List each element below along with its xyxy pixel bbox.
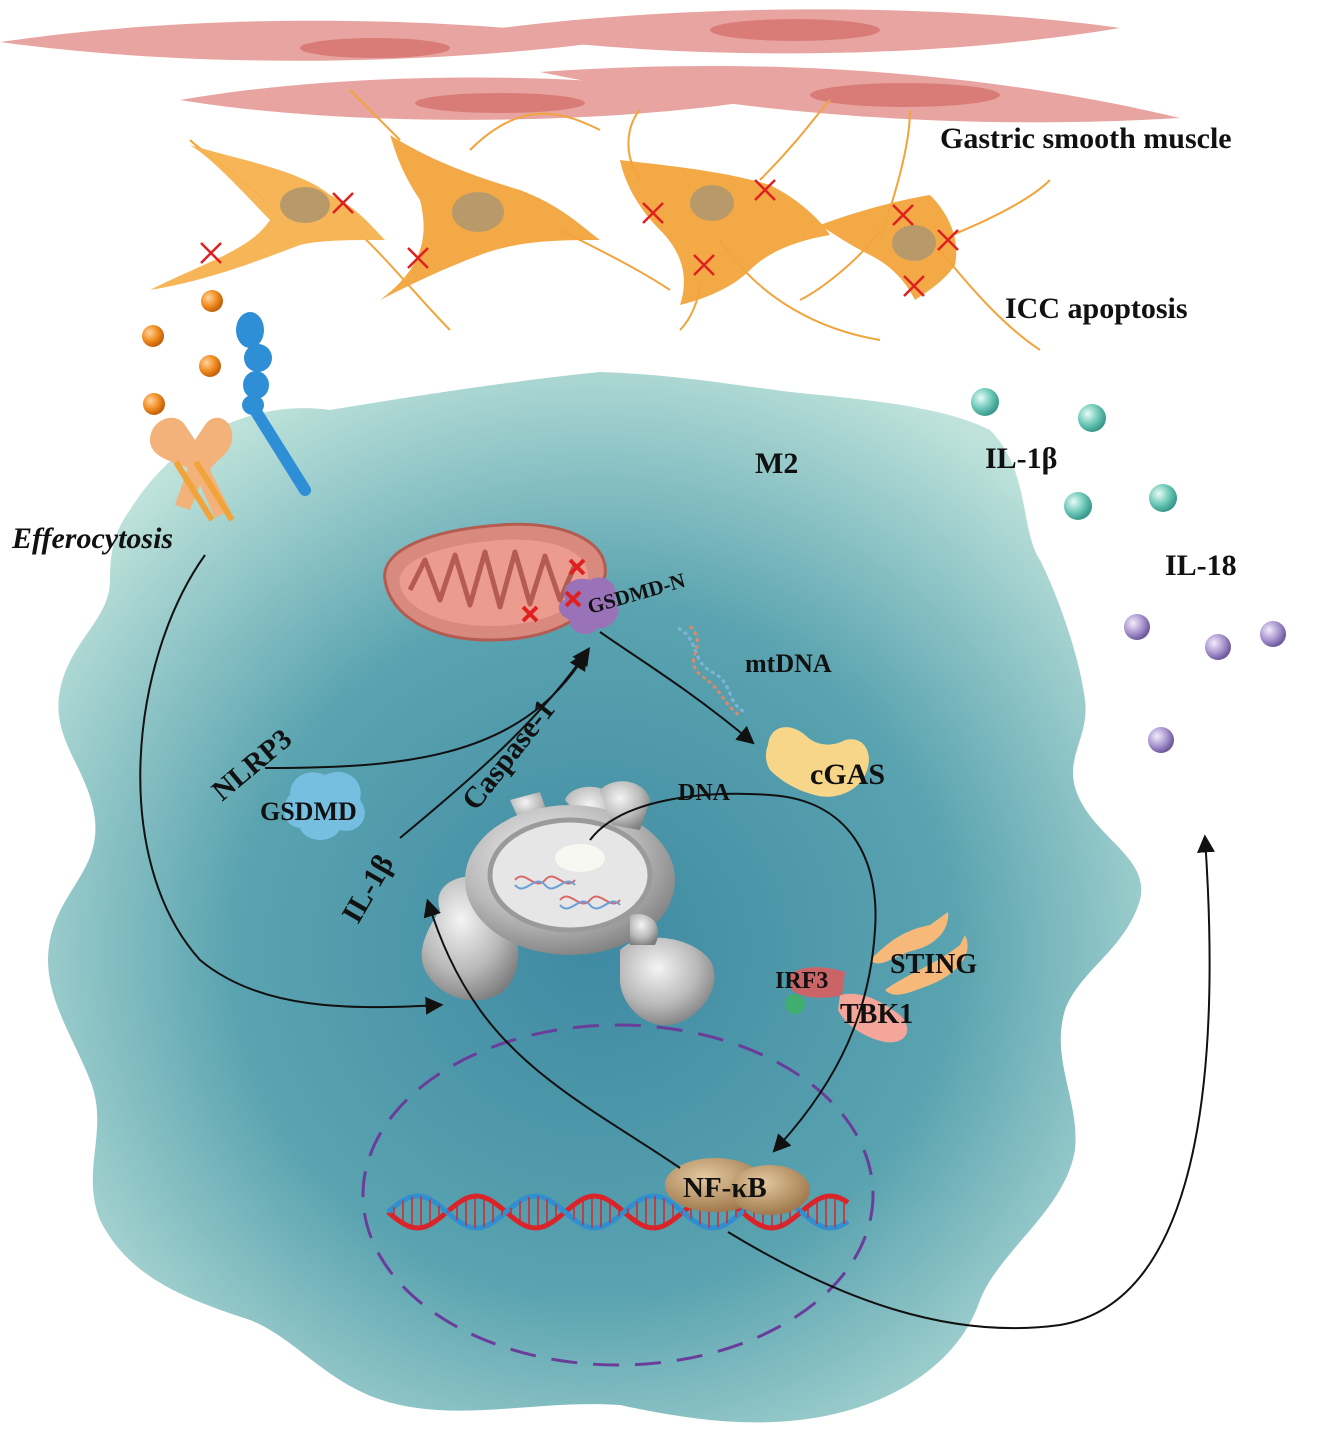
apoptosis-mark [903,275,925,297]
sting-complex [785,912,968,1043]
tbk1-label: TBK1 [840,999,913,1030]
icc-nucleus [452,192,504,232]
smooth-muscle-layer [0,9,1180,123]
mito-damage-marks [521,558,586,623]
apoptotic-body [142,325,164,347]
pathway-arrows [139,554,1215,1330]
m2-label: M2 [755,447,798,480]
apoptosis-mark [754,179,776,201]
il18-particles [1124,614,1286,753]
gsdmd-label: GSDMD [260,797,357,826]
icc-nucleus [892,225,936,261]
muscle-nucleus [710,19,880,41]
nfkb-label: NF-κB [683,1172,767,1204]
arrow-caspase1-to-gsdmd-n [399,647,591,839]
mtdna-label: mtDNA [745,649,832,678]
icc-cell [620,160,830,305]
apoptotic-body [201,290,223,312]
nfkb-complex [665,1158,810,1215]
apoptotic-body [199,355,221,377]
arrow-efferocytosis-to-apoptotic-cell [139,554,444,1015]
orange-receptor [150,417,235,522]
apoptosis-mark [200,242,222,264]
nucleus-boundary [361,1023,875,1367]
gsdmd-protein [284,771,365,840]
fragmented-dna [514,875,621,910]
irf3-label: IRF3 [775,968,828,994]
apoptosis-mark [642,202,664,224]
apoptosis-mark [937,229,959,251]
efferocytosis-receptors [142,290,311,522]
icc-apoptosis-label: ICC apoptosis [1005,292,1188,325]
apoptosis-mark [332,192,354,214]
phospho-dot [785,994,805,1014]
icc-nucleus [280,187,330,223]
cgas-protein [765,727,869,797]
il1b-extracellular-label: IL-1β [985,442,1057,475]
apoptotic-body [143,393,165,415]
sting-label: STING [890,949,977,980]
mitochondrion [383,522,607,642]
icc-nucleus [690,185,734,221]
smooth-muscle-cell [0,20,620,61]
apoptosis-mark [892,204,914,226]
apoptosis-marks [200,179,959,297]
arrow-dna-to-nfkb [589,792,877,1153]
arrow-nfkb-to-il1b [423,898,681,1169]
gsdmd-n-pore [558,577,619,634]
efferocytosis-label: Efferocytosis [11,522,173,555]
icc-cells [150,135,957,305]
arrow-gsdmd-n-to-cgas [599,631,755,745]
icc-cell [150,145,385,290]
icc-cell [820,195,957,300]
mtdna-strand [677,624,746,718]
cgas-label: cGAS [810,758,885,791]
il18-label: IL-18 [1165,549,1237,582]
apoptosis-mark [407,247,429,269]
muscle-nucleus [810,83,1000,107]
il1b-particles [971,388,1177,520]
gastric-smooth-muscle-label: Gastric smooth muscle [940,122,1232,155]
arrow-nfkb-to-extracellular [727,834,1215,1330]
muscle-nucleus [300,38,450,58]
blue-receptor [236,312,311,496]
engulfed-apoptotic-cell [421,781,715,1026]
muscle-nucleus [415,93,585,113]
apoptosis-mark [693,254,715,276]
